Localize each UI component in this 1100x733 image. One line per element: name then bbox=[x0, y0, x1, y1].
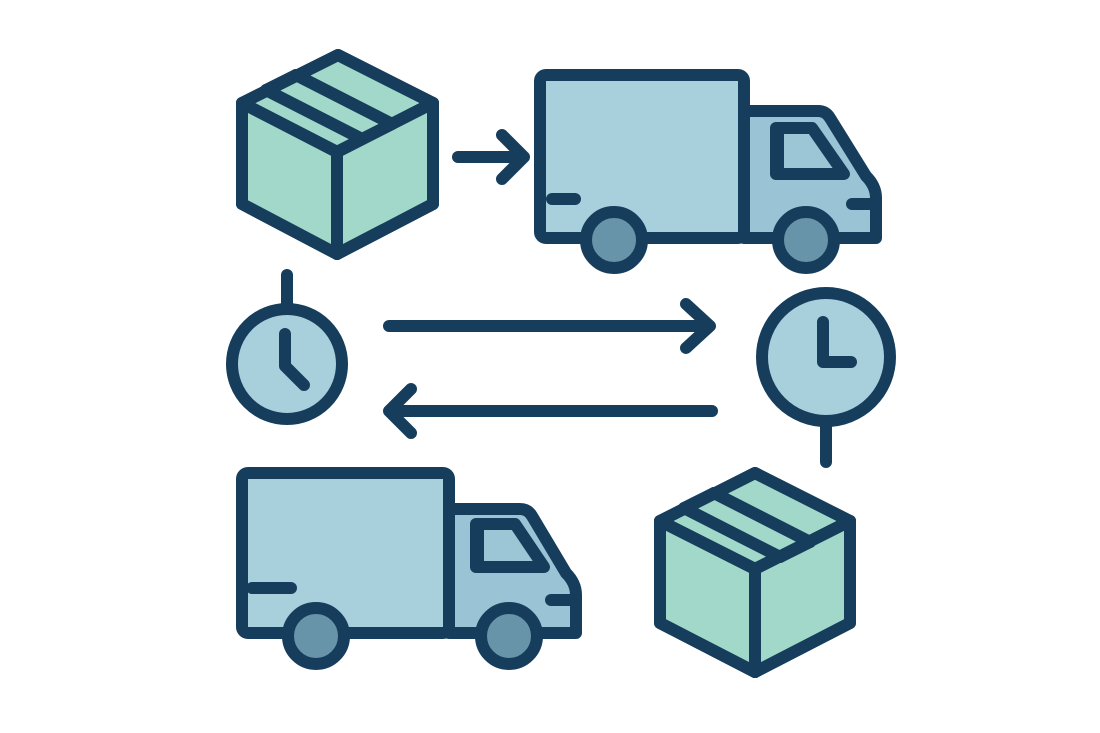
delivery-truck-icon bbox=[534, 69, 882, 274]
delivery-truck-icon bbox=[236, 467, 582, 670]
double-arrow-exchange-icon bbox=[383, 298, 718, 439]
clock-icon bbox=[756, 287, 896, 468]
package-box-icon bbox=[654, 467, 856, 678]
arrow-right-icon bbox=[452, 129, 530, 185]
package-box-icon bbox=[236, 49, 439, 260]
clock-icon bbox=[226, 269, 348, 425]
